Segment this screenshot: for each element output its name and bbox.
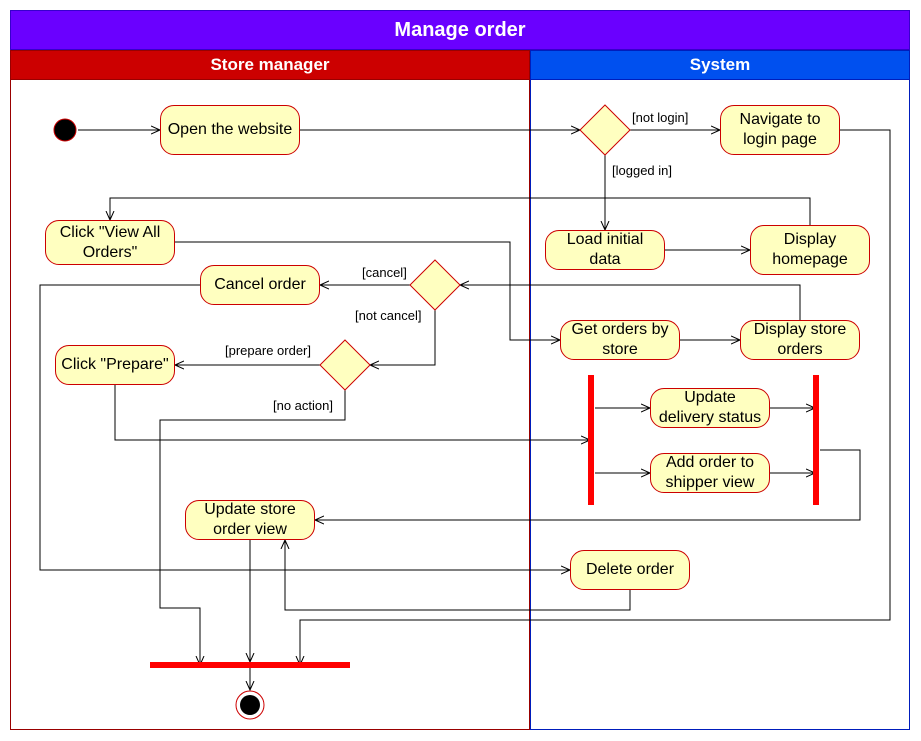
action-add-shipper: Add order to shipper view [650, 453, 770, 493]
fork-bar [588, 375, 594, 505]
guard-prepare-order: [prepare order] [225, 343, 311, 358]
action-delete-order: Delete order [570, 550, 690, 590]
action-cancel-order: Cancel order [200, 265, 320, 305]
action-display-store-orders: Display store orders [740, 320, 860, 360]
decision-cancel [409, 259, 461, 311]
action-update-store-view: Update store order view [185, 500, 315, 540]
edge-prepare-fork [114, 385, 590, 440]
guard-no-action: [no action] [273, 398, 333, 413]
final-node-core [240, 695, 260, 715]
guard-not-cancel: [not cancel] [355, 308, 422, 323]
lane-header-system: System [530, 50, 910, 80]
lane-system [530, 80, 910, 730]
lane-store-manager [10, 80, 530, 730]
diagram-title: Manage order [10, 10, 910, 50]
join-bar [813, 375, 819, 505]
action-display-homepage: Display homepage [750, 225, 870, 275]
decision-login [579, 104, 631, 156]
action-update-delivery: Update delivery status [650, 388, 770, 428]
decision-prepare [319, 339, 371, 391]
action-click-prepare: Click "Prepare" [55, 345, 175, 385]
initial-node [53, 118, 77, 142]
edge-delete-storeview [285, 540, 631, 611]
edge-navigate-bar [300, 129, 891, 665]
action-open-website: Open the website [160, 105, 300, 155]
guard-cancel: [cancel] [362, 265, 407, 280]
edge-display-decision2 [460, 285, 801, 320]
edge-join-storeview [315, 449, 861, 520]
edge-decision2-decision3 [370, 310, 436, 365]
action-navigate-login: Navigate to login page [720, 105, 840, 155]
edge-decision3-noaction [159, 390, 346, 665]
guard-logged-in: [logged in] [612, 163, 672, 178]
guard-not-login: [not login] [632, 110, 689, 125]
action-click-view-all: Click "View All Orders" [45, 220, 175, 265]
edge-cancel-delete [39, 284, 570, 570]
edge-viewall-getorders [175, 241, 560, 340]
action-load-initial: Load initial data [545, 230, 665, 270]
lane-header-store-manager: Store manager [10, 50, 530, 80]
merge-bar [150, 662, 350, 668]
edge-homepage-viewall [110, 197, 811, 225]
action-get-orders: Get orders by store [560, 320, 680, 360]
